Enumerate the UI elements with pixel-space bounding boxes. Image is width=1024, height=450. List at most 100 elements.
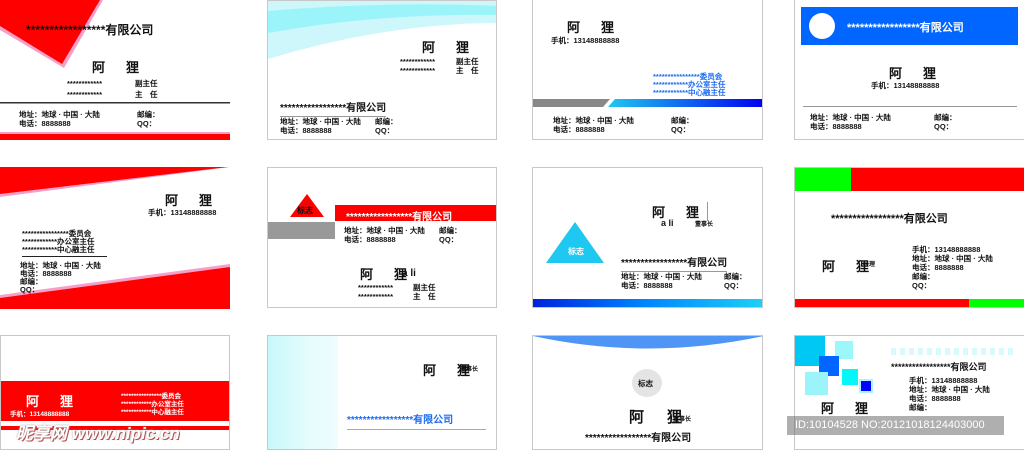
gray-bar [268, 222, 335, 239]
company-name: *****************有限公司 [831, 213, 948, 225]
zip-code: 邮编： [671, 116, 694, 125]
decor-square [859, 379, 873, 393]
gray-blue-stripe [533, 99, 762, 107]
qq: QQ： [912, 281, 932, 290]
address: 地址：地球 · 中国 · 大陆 [912, 254, 993, 263]
red-corner-shape [0, 0, 230, 140]
title-line: ************办公室主任 [22, 237, 95, 246]
logo-label: 标志 [568, 247, 584, 256]
zip-code: 邮编： [20, 277, 43, 286]
blue-arc [533, 336, 762, 349]
company-name: *****************有限公司 [847, 22, 964, 34]
person-name: 阿 狸 [567, 21, 619, 36]
person-name: 阿 狸 [92, 61, 144, 76]
qq: QQ： [137, 119, 157, 128]
mobile: 手机：13148888888 [148, 208, 217, 217]
title-placeholder: ************ [358, 292, 394, 301]
person-name: 阿 狸 [652, 202, 709, 221]
address: 地址：地球 · 中国 · 大陆 [344, 226, 425, 235]
person-name: 阿 狸 [889, 67, 941, 82]
business-card-11: 标志 阿 狸 董事长 *****************有限公司 [532, 335, 763, 450]
title-line: ************中心融主任 [121, 409, 184, 416]
business-card-9: 阿 狸 手机：13148888888 ****************委员会 *… [0, 335, 230, 450]
green-block [795, 168, 851, 191]
company-name: *****************有限公司 [621, 254, 728, 272]
job-title: 董事长 [695, 222, 714, 228]
mobile: 手机：13148888888 [10, 411, 70, 418]
mobile: 手机：13148888888 [551, 36, 620, 45]
business-card-3: 阿 狸 手机：13148888888 ****************委员会 *… [532, 0, 763, 140]
job-title: 主 任 [135, 90, 158, 99]
title-placeholder: ************ [400, 66, 436, 75]
name-pinyin: a li [661, 218, 674, 228]
cyan-side-panel [268, 336, 338, 449]
address: 地址：地球 · 中国 · 大陆 [20, 261, 101, 270]
title-placeholder: ************ [358, 283, 394, 292]
person-name: 阿 狸 [822, 260, 874, 275]
title-line: ************办公室主任 [121, 401, 184, 408]
job-title: 主 任 [456, 66, 479, 75]
decor-dots [891, 348, 1016, 355]
telephone: 电话：8888888 [810, 122, 862, 131]
name-pinyin: a li [402, 268, 416, 279]
job-title: 副主任 [135, 79, 158, 88]
red-bottom-bar [795, 299, 969, 307]
job-title: 副主任 [456, 57, 479, 66]
telephone: 电话：8888888 [621, 281, 673, 290]
qq: QQ： [439, 235, 459, 244]
zip-code: 邮编： [724, 272, 747, 281]
logo-circle [809, 13, 835, 39]
business-card-4: *****************有限公司 阿 狸 手机：13148888888… [794, 0, 1024, 140]
divider [803, 106, 1017, 107]
company-name: *****************有限公司 [346, 212, 453, 223]
telephone: 电话：8888888 [553, 125, 605, 134]
address: 地址：地球 · 中国 · 大陆 [909, 385, 990, 394]
title-placeholder: ************ [67, 90, 103, 99]
zip-code: 邮编： [137, 110, 160, 119]
business-card-8: *****************有限公司 阿 狸 经理 手机：13148888… [794, 167, 1024, 308]
logo-triangle [546, 222, 604, 263]
mobile: 手机：13148888888 [909, 376, 978, 385]
person-name: 阿 狸 [26, 395, 78, 410]
red-company-bar [335, 205, 496, 221]
business-card-5: 阿 狸 手机：13148888888 ****************委员会 *… [0, 167, 230, 309]
business-card-10: 阿 狸 董事长 *****************有限公司 [267, 335, 497, 450]
decor-square [819, 356, 839, 376]
logo-label: 标志 [638, 379, 653, 388]
decor-square [835, 341, 853, 359]
zip-code: 邮编： [439, 226, 462, 235]
qq: QQ： [20, 285, 40, 294]
cyan-wave-shape [268, 1, 496, 59]
title-line: ****************委员会 [653, 72, 723, 81]
blue-header-bar [801, 7, 1018, 45]
address: 地址：地球 · 中国 · 大陆 [553, 116, 634, 125]
logo-triangle [290, 194, 324, 217]
title-placeholder: ************ [67, 79, 103, 88]
mobile: 手机：13148888888 [871, 81, 940, 90]
person-name: 阿 狸 [165, 194, 217, 209]
business-card-6: 标志 *****************有限公司 地址：地球 · 中国 · 大陆… [267, 167, 497, 308]
watermark-id: ID:10104528 NO:20121018124403000 [787, 416, 1004, 435]
job-title: 主 任 [413, 292, 436, 301]
address: 地址：地球 · 中国 · 大陆 [810, 113, 891, 122]
red-band [1, 381, 229, 421]
decor-square [842, 369, 858, 385]
title-line: ****************委员会 [22, 229, 92, 238]
business-card-7: 阿 狸 a li 董事长 标志 *****************有限公司 地址… [532, 167, 763, 308]
telephone: 电话：8888888 [909, 394, 961, 403]
qq: QQ： [375, 126, 395, 135]
logo-label: 标志 [297, 206, 313, 215]
person-name: 阿 狸 [821, 402, 873, 417]
title-line: ************中心融主任 [653, 88, 726, 97]
blue-gradient-bar [533, 299, 762, 307]
title-line: ************中心融主任 [22, 245, 107, 257]
telephone: 电话：8888888 [344, 235, 396, 244]
person-name: 阿 狸 [360, 268, 412, 283]
job-title: 董事长 [673, 417, 692, 423]
zip-code: 邮编： [912, 272, 935, 281]
job-title: 董事长 [460, 367, 479, 373]
company-name: *****************有限公司 [585, 433, 692, 444]
qq: QQ： [934, 122, 954, 131]
green-bottom-bar [969, 299, 1024, 307]
red-diagonal-bands [0, 167, 230, 309]
